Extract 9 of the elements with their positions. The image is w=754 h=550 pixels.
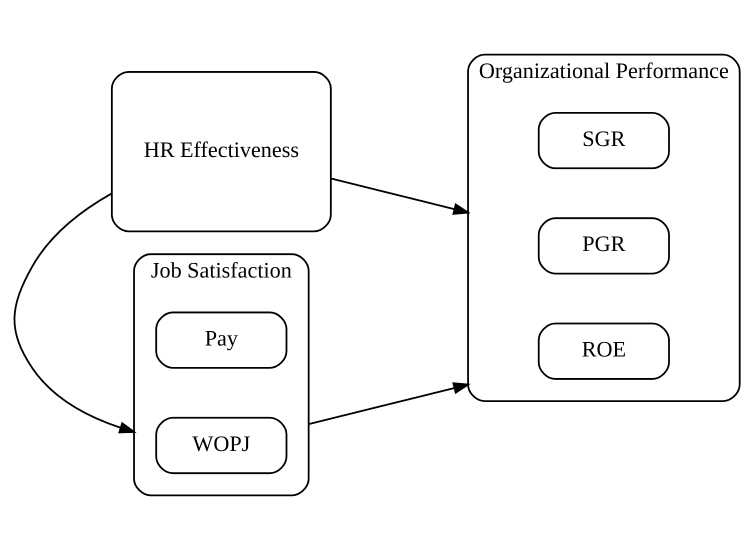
arrow <box>14 192 137 434</box>
node-box: SGR <box>538 112 670 170</box>
node-box: ROE <box>538 322 670 380</box>
arrow <box>330 178 471 215</box>
arrow <box>308 382 471 426</box>
node-box: HR Effectiveness <box>110 71 332 232</box>
node-box: Pay <box>155 312 288 369</box>
node-box: PGR <box>538 217 670 275</box>
node-box: WOPJ <box>155 416 288 474</box>
